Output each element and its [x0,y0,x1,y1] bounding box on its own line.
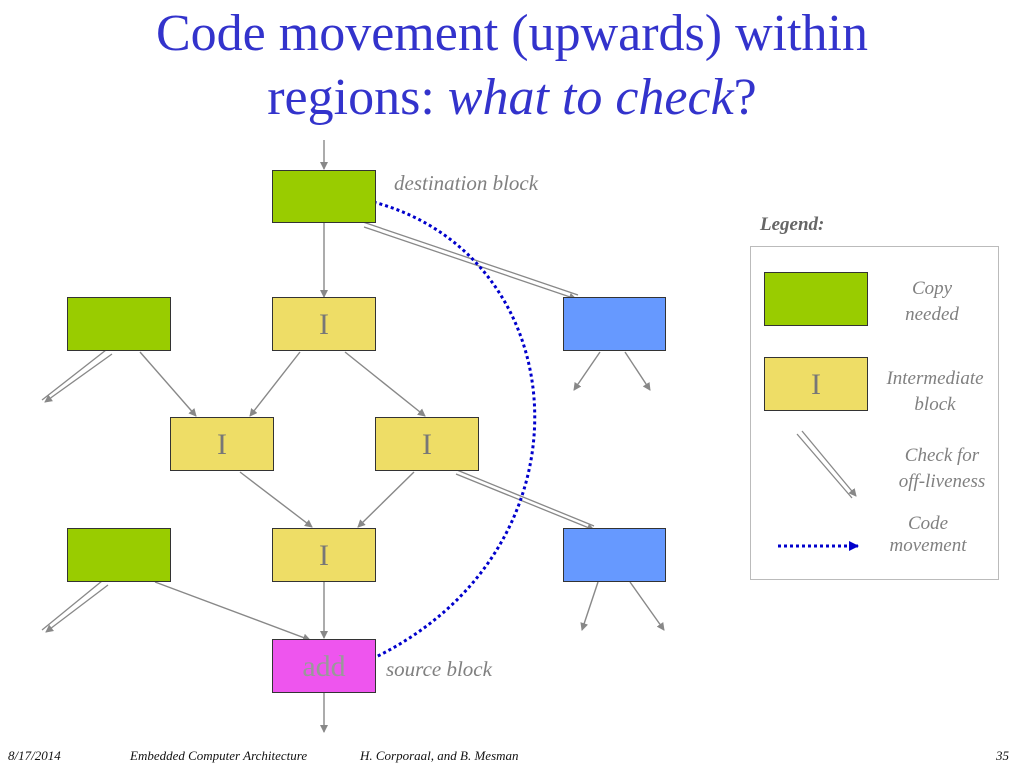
source-block: add [272,639,376,693]
legend-copy-line1: Copy [911,278,953,299]
legend-intermediate-swatch: I [764,357,868,411]
title-question-mark: ? [733,69,757,126]
legend-movement-label: Code movement [878,513,978,557]
intermediate-block-2: I [170,417,274,471]
footer-date: 8/17/2014 [8,748,61,763]
source-block-label: source block [386,657,492,681]
copy-block-top-left [67,297,171,351]
legend-intermediate-line2: block [914,394,956,415]
footer-page-number: 35 [996,748,1009,763]
edge-b2-out-right [629,581,665,631]
legend-check-line1: Check for [904,445,980,466]
destination-block-label: destination block [394,171,539,195]
copy-block-bottom-left [67,528,171,582]
footer-course: Embedded Computer Architecture [130,748,308,763]
legend-intermediate-line1: Intermediate [886,368,984,389]
edge-i3-to-i4 [357,471,415,528]
intermediate-block-4: I [272,528,376,582]
edge-g2-to-add [154,581,311,642]
edge-g1-to-i2 [139,351,197,417]
footer-authors: H. Corporaal, and B. Mesman [360,748,519,763]
legend-check-arrow-line-b [801,430,857,497]
edge-b1-out-left [573,351,601,391]
slide-title-line1: Code movement (upwards) within [156,5,868,62]
legend-copy-label: Copy needed [880,276,984,328]
legend-check-line2: off-liveness [898,471,986,492]
title-what-to-check: what to check [447,69,734,126]
legend-copy-line2: needed [905,304,959,325]
destination-block [272,170,376,223]
legend-intermediate-label: Intermediate block [874,366,996,418]
legend-check-label: Check for off-liveness [886,443,998,495]
legend-movement-line1: Code [907,513,949,534]
other-block-bottom-right [563,528,666,582]
edge-i2-to-i4 [239,471,313,528]
title-regions: regions: [267,69,448,126]
legend-copy-swatch [764,272,868,326]
code-movement-arc [349,193,537,668]
edge-b1-out-right [624,351,651,391]
edge-b2-out-left [580,581,599,631]
intermediate-block-1: I [272,297,376,351]
edge-i1-to-i2 [249,351,301,417]
legend-check-arrow-line-a [796,433,853,499]
legend-movement-line2: movement [889,535,967,556]
edge-i1-to-i3 [344,351,426,417]
legend-title: Legend: [760,214,825,235]
legend-box [750,246,999,580]
intermediate-block-3: I [375,417,479,471]
other-block-top-right [563,297,666,351]
slide-title-line2: regions: what to check? [0,68,1024,128]
